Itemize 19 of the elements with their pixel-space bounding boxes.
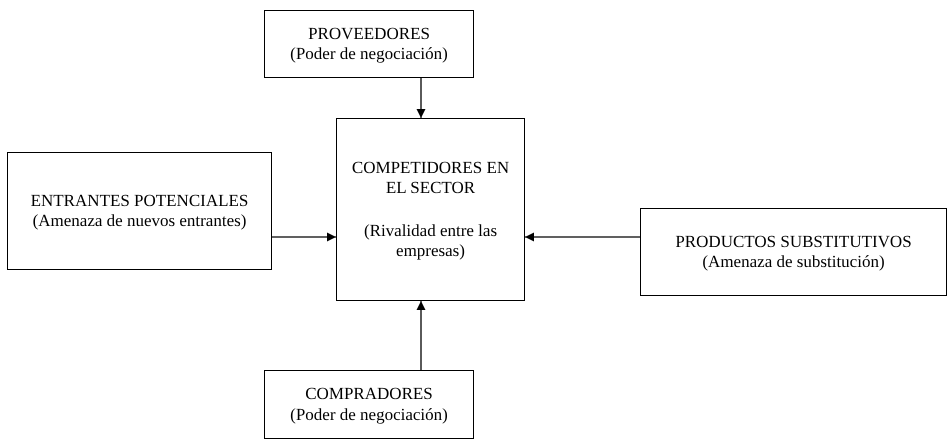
box-subtitle: (Amenaza de substitución) — [702, 252, 885, 272]
process-box — [264, 370, 474, 439]
box-heading: ENTRANTES POTENCIALES — [30, 190, 248, 211]
arrow — [272, 232, 336, 242]
box-heading: COMPRADORES — [305, 384, 433, 404]
box-heading: PROVEEDORES — [308, 24, 430, 44]
arrow — [416, 78, 426, 118]
box-subtitle: (Poder de negociación) — [290, 404, 448, 425]
box-heading: PRODUCTOS SUBSTITUTIVOS — [675, 232, 912, 252]
process-box — [264, 10, 474, 78]
process-box — [336, 118, 525, 301]
box-heading: COMPETIDORES EN EL SECTOR — [350, 158, 510, 198]
arrow — [416, 301, 426, 370]
box-subtitle: (Amenaza de nuevos entrantes) — [32, 211, 246, 232]
arrow — [525, 232, 640, 242]
process-box — [7, 152, 272, 270]
box-subtitle: (Poder de negociación) — [290, 44, 448, 64]
box-subtitle: (Rivalidad entre las empresas) — [362, 220, 498, 262]
process-box — [640, 208, 947, 296]
